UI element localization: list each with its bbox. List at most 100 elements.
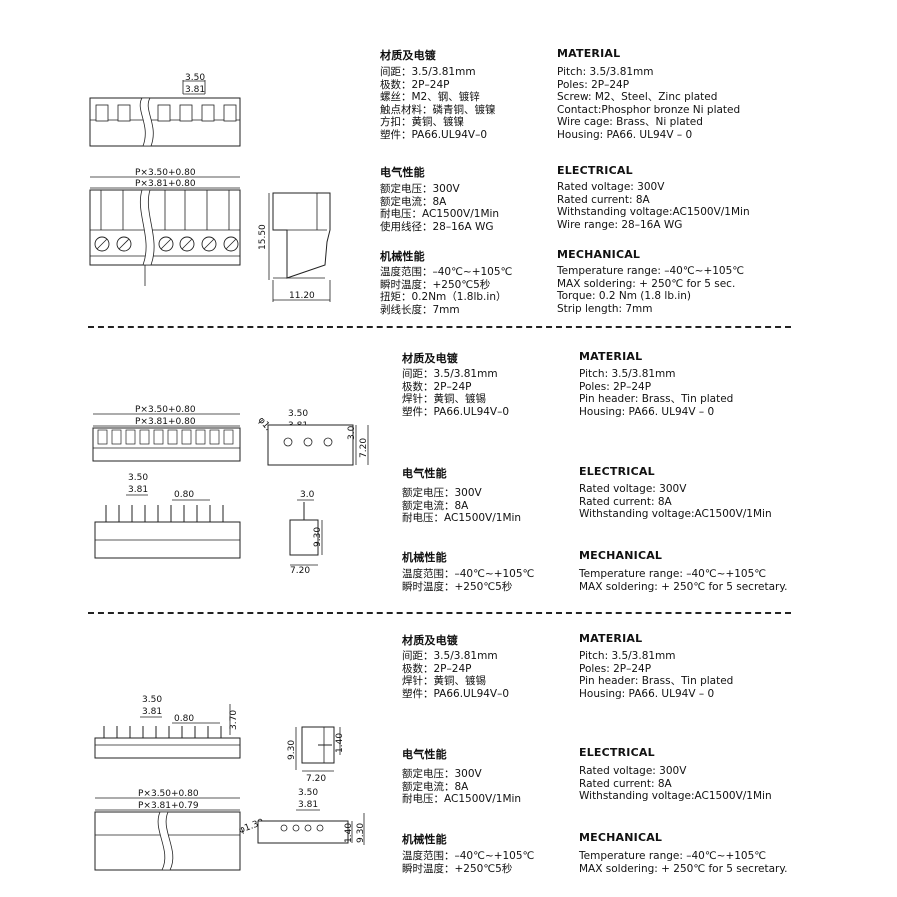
dim-length-350: P×3.50+0.80 xyxy=(135,168,196,178)
spec-line: MAX soldering: + 250℃ for 5 secretary. xyxy=(579,580,788,593)
dim-pin-pitch-381: 3.81 xyxy=(128,485,148,495)
section-divider xyxy=(88,612,791,614)
spec-line: 额定电流：8A xyxy=(380,195,447,208)
dim-length-381: P×3.81+0.80 xyxy=(135,417,196,427)
cn-material-list: 间距：3.5/3.81mm 极数：2P–24P 焊针：黄铜、镀锡 塑件：PA66… xyxy=(402,368,509,418)
header-hole-view-drawing: φ1.30 3.50 3.81 3.0 7.20 xyxy=(256,409,369,466)
cn-material-heading: 材质及电镀 xyxy=(380,49,436,62)
en-material-heading: MATERIAL xyxy=(579,350,643,363)
spec-line: 耐电压：AC1500V/1Min xyxy=(402,793,522,806)
cn-mechanical-list: 温度范围：–40℃~+105℃ 瞬时温度：+250℃5秒 xyxy=(402,568,534,593)
spec-line: Pitch: 3.5/3.81mm xyxy=(557,66,654,78)
dim-height-30: 3.0 xyxy=(347,425,357,440)
dim-depth-1120: 11.20 xyxy=(289,291,315,301)
cn-electrical-list: 额定电压：300V 额定电流：8A 耐电压：AC1500V/1Min xyxy=(402,487,521,525)
spec-line: Pin header: Brass、Tin plated xyxy=(579,675,734,688)
dim-side-height: 9.30 xyxy=(313,527,323,547)
spec-line: 温度范围：–40℃~+105℃ xyxy=(380,266,513,278)
header-side-view-drawing: 3.0 9.30 7.20 xyxy=(289,490,323,576)
spec-line: Housing: PA66. UL94V – 0 xyxy=(579,405,715,418)
spec-line: 瞬时温度：+250℃5秒 xyxy=(402,862,513,875)
spec-line: Rated current: 8A xyxy=(579,495,672,508)
spec-line: 瞬时温度：+250℃5秒 xyxy=(402,580,513,593)
spec-line: 焊针：黄铜、镀锡 xyxy=(402,675,486,688)
dim-length-350: P×3.50+0.80 xyxy=(138,789,199,799)
spec-line: Pin header: Brass、Tin plated xyxy=(579,393,734,406)
dim-pitch-381: 3.81 xyxy=(298,800,318,810)
cn-mechanical-list: 温度范围：–40℃~+105℃ 瞬时温度：+250℃5秒 xyxy=(402,850,534,875)
en-electrical-list: Rated voltage: 300V Rated current: 8A Wi… xyxy=(579,765,772,803)
spec-line: Pitch: 3.5/3.81mm xyxy=(579,650,676,662)
spec-line: Poles: 2P–24P xyxy=(579,380,652,393)
spec-line: Poles: 2P–24P xyxy=(557,78,630,91)
dim-side-height: 9.30 xyxy=(287,740,297,760)
dim-side-width: 7.20 xyxy=(306,774,326,784)
spec-line: 塑件：PA66.UL94V–0 xyxy=(402,687,510,700)
spec-line: 耐电压：AC1500V/1Min xyxy=(380,208,500,221)
spec-line: 螺丝：M2、钢、镀锌 xyxy=(380,91,480,104)
spec-line: 额定电流：8A xyxy=(402,499,469,512)
en-electrical-list: Rated voltage: 300V Rated current: 8A Wi… xyxy=(557,181,750,231)
spec-line: 额定电压：300V xyxy=(380,183,460,195)
spec-line: MAX soldering: + 250℃ for 5 sec. xyxy=(557,277,736,290)
spec-line: Wire cage: Brass、Ni plated xyxy=(557,116,703,129)
en-electrical-heading: ELECTRICAL xyxy=(579,465,655,478)
spec-line: 极数：2P–24P xyxy=(380,78,450,91)
en-mechanical-heading: MECHANICAL xyxy=(579,549,663,562)
cn-mechanical-heading: 机械性能 xyxy=(402,833,447,846)
dim-pitch-381: 3.81 xyxy=(185,85,205,95)
dim-height-930: 9.30 xyxy=(356,823,366,843)
spec-line: Withstanding voltage:AC1500V/1Min xyxy=(557,206,750,219)
dim-pitch-350: 3.50 xyxy=(298,788,318,798)
spec-line: Housing: PA66. UL94V – 0 xyxy=(557,128,693,141)
dim-length-381: P×3.81+0.79 xyxy=(138,801,199,811)
terminal-front-view-drawing: P×3.50+0.80 P×3.81+0.80 xyxy=(89,168,241,286)
cn-mechanical-list: 温度范围：–40℃~+105℃ 瞬时温度：+250℃5秒 扭矩：0.2Nm（1.… xyxy=(380,266,512,316)
dim-height-140: 1.40 xyxy=(344,823,354,843)
en-electrical-heading: ELECTRICAL xyxy=(557,164,633,177)
angled-front-view-drawing: 3.50 3.81 0.80 3.70 xyxy=(94,695,241,759)
en-material-heading: MATERIAL xyxy=(579,632,643,645)
cn-mechanical-heading: 机械性能 xyxy=(380,250,425,263)
cn-mechanical-heading: 机械性能 xyxy=(402,551,447,564)
dim-pin-width: 0.80 xyxy=(174,490,194,500)
dim-pin-pitch-350: 3.50 xyxy=(128,473,148,483)
dim-pin-width: 0.80 xyxy=(174,714,194,724)
dim-pin-pitch-350: 3.50 xyxy=(142,695,162,705)
spec-line: Torque: 0.2 Nm (1.8 lb.in) xyxy=(557,290,692,303)
dim-height-720: 7.20 xyxy=(359,438,369,458)
spec-line: Rated current: 8A xyxy=(557,193,650,206)
spec-line: Strip length: 7mm xyxy=(557,302,653,315)
spec-line: Temperature range: –40℃~+105℃ xyxy=(579,568,767,580)
cn-electrical-heading: 电气性能 xyxy=(402,467,447,480)
dim-pin-pitch-381: 3.81 xyxy=(142,707,162,717)
spec-line: 极数：2P–24P xyxy=(402,662,472,675)
spec-line: 剥线长度：7mm xyxy=(380,303,460,316)
spec-line: 间距：3.5/3.81mm xyxy=(402,650,498,662)
spec-line: 额定电流：8A xyxy=(402,780,469,793)
spec-line: 塑件：PA66.UL94V–0 xyxy=(380,128,488,141)
spec-line: 方扣：黄铜、镀镍 xyxy=(380,116,464,129)
spec-line: 极数：2P–24P xyxy=(402,380,472,393)
dim-pitch-350: 3.50 xyxy=(185,73,205,83)
en-electrical-heading: ELECTRICAL xyxy=(579,746,655,759)
cn-material-list: 间距：3.5/3.81mm 极数：2P–24P 螺丝：M2、钢、镀锌 触点材料：… xyxy=(380,66,496,142)
cn-electrical-list: 额定电压：300V 额定电流：8A 耐电压：AC1500V/1Min xyxy=(402,768,521,806)
spec-line: 塑件：PA66.UL94V–0 xyxy=(402,405,510,418)
spec-line: 焊针：黄铜、镀锡 xyxy=(402,393,486,406)
cn-electrical-heading: 电气性能 xyxy=(380,166,425,179)
spec-line: Temperature range: –40℃~+105℃ xyxy=(557,265,745,277)
spec-line: 触点材料：磷青铜、镀镍 xyxy=(380,103,496,116)
spec-line: 额定电压：300V xyxy=(402,768,482,780)
dim-pin-height: 3.70 xyxy=(229,710,239,730)
spec-line: 使用线径：28–16A WG xyxy=(380,220,494,233)
spec-line: 温度范围：–40℃~+105℃ xyxy=(402,568,535,580)
spec-line: 额定电压：300V xyxy=(402,487,482,499)
section-divider xyxy=(88,326,791,328)
spec-line: Housing: PA66. UL94V – 0 xyxy=(579,687,715,700)
spec-line: 瞬时温度：+250℃5秒 xyxy=(380,278,491,291)
spec-line: Pitch: 3.5/3.81mm xyxy=(579,368,676,380)
en-material-list: Pitch: 3.5/3.81mm Poles: 2P–24P Pin head… xyxy=(579,368,733,418)
en-material-heading: MATERIAL xyxy=(557,47,621,60)
spec-line: MAX soldering: + 250℃ for 5 secretary. xyxy=(579,862,788,875)
